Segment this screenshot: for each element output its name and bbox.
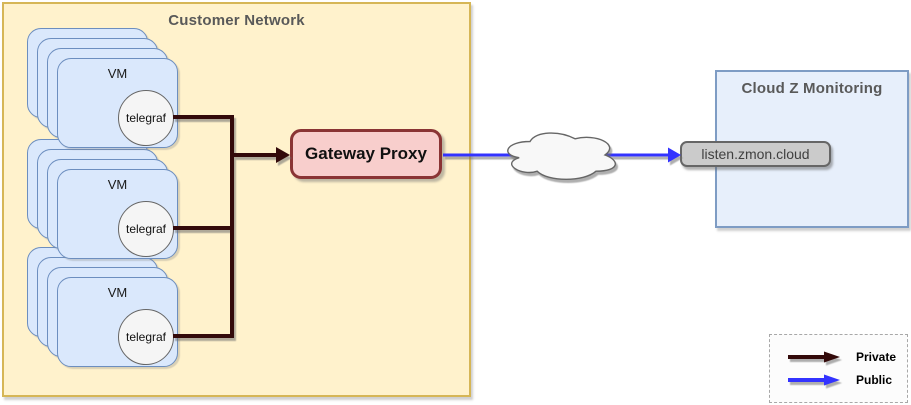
legend-label-private: Private <box>856 350 897 364</box>
endpoint-node: listen.zmon.cloud <box>680 141 831 167</box>
vm-node: VM telegraf <box>57 277 178 367</box>
vm-node: VM telegraf <box>57 169 178 259</box>
gateway-proxy-node: Gateway Proxy <box>290 129 442 179</box>
vm-label: VM <box>107 66 128 81</box>
legend-item-public: Public <box>786 373 907 387</box>
cloud-z-monitoring-title: Cloud Z Monitoring <box>741 80 883 97</box>
public-arrow-icon <box>788 374 840 386</box>
internet-cloud-icon <box>507 132 616 180</box>
telegraf-agent-badge: telegraf <box>118 201 174 257</box>
private-arrow-icon <box>788 351 840 363</box>
vm-label: VM <box>107 177 128 192</box>
legend: Private Public <box>769 334 908 403</box>
telegraf-agent-badge: telegraf <box>118 309 174 365</box>
vm-label: VM <box>107 285 128 300</box>
legend-label-public: Public <box>856 373 893 387</box>
telegraf-agent-badge: telegraf <box>118 90 174 146</box>
customer-network-title: Customer Network <box>168 12 305 29</box>
legend-item-private: Private <box>786 350 907 364</box>
vm-node: VM telegraf <box>57 58 178 148</box>
